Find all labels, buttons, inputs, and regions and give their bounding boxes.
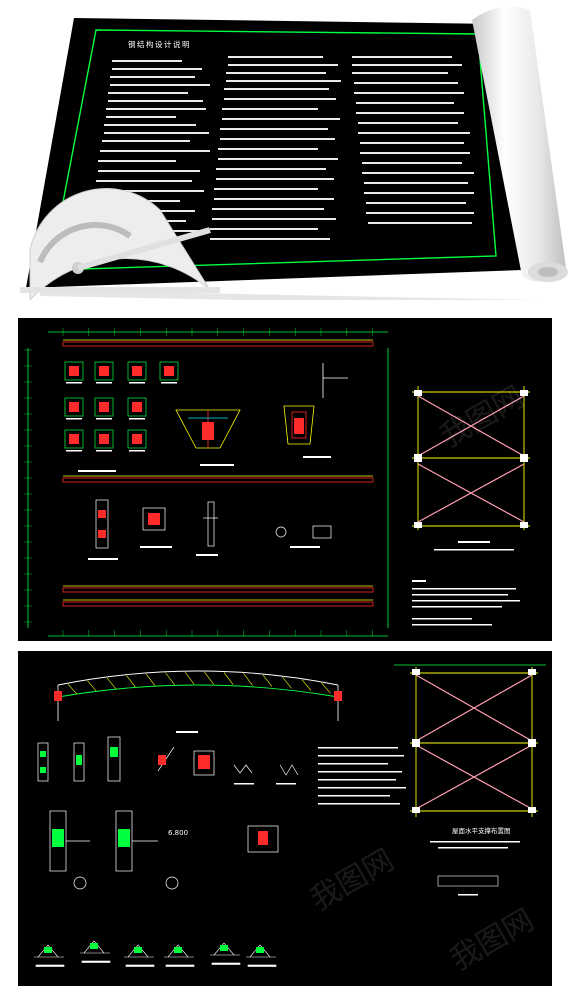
cad-drawing-sheet-2: 我图网	[18, 318, 552, 641]
blueprint-sheet-preview: 钢结构设计说明	[0, 0, 570, 300]
watermark-text: 我图网	[305, 843, 400, 918]
watermark-text: 我图网	[445, 903, 540, 978]
roof-truss-elevation	[54, 670, 342, 721]
cad-drawing-sheet-3: 6.800	[18, 651, 552, 986]
cad-sheet-3-graphic: 6.800	[34, 664, 546, 978]
cad-sheet-2-graphic: 我图网	[24, 328, 530, 637]
spec-column-3	[352, 56, 474, 224]
elevation-label: 6.800	[168, 829, 188, 837]
roof-bracing-plan-1	[412, 386, 530, 626]
spec-column-2	[210, 56, 341, 240]
bracing-plan-title: 屋面水平支撑布置图	[452, 826, 511, 835]
blueprint-sheet-graphic: 钢结构设计说明	[20, 6, 568, 300]
watermark-text: 我图网	[435, 380, 530, 455]
protractor-icon	[20, 188, 220, 300]
roof-bracing-plan-2: 屋面水平支撑布置图	[394, 664, 546, 896]
sheet-title: 钢结构设计说明	[128, 39, 191, 49]
